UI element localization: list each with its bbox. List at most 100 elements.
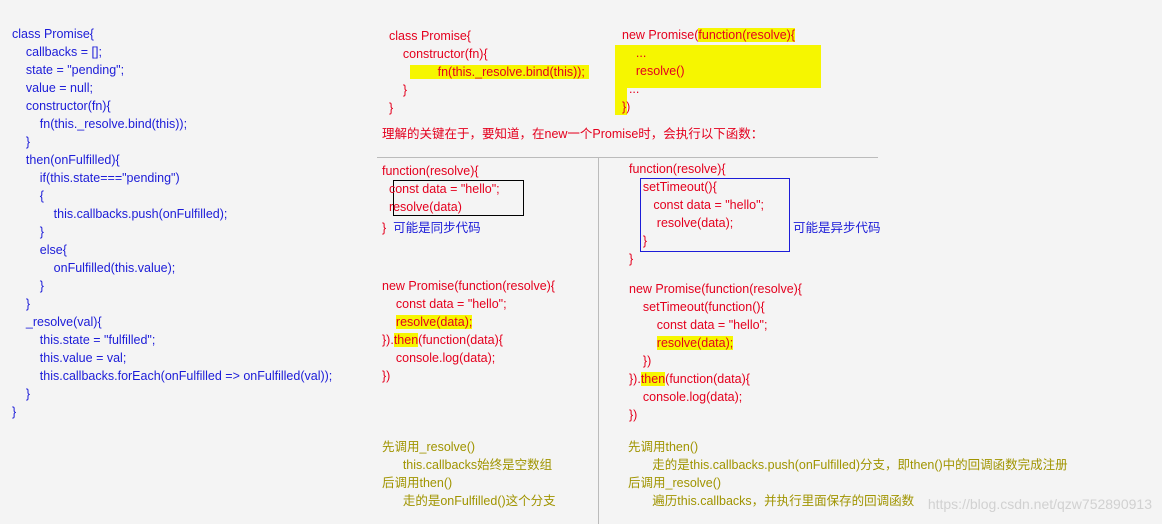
code-line: }) — [629, 408, 638, 422]
code-line: new Promise(function(resolve){ — [622, 26, 795, 44]
code-line: } — [389, 101, 394, 115]
code-line: onFulfilled(this.value); — [12, 261, 176, 275]
async-label: 可能是异步代码 — [793, 221, 881, 235]
code-text: } — [382, 221, 387, 235]
divider-horizontal — [377, 157, 878, 158]
code-line: console.log(data); — [629, 390, 743, 404]
code-line: this.value = val; — [12, 351, 127, 365]
code-line: } — [12, 405, 17, 419]
async-code-box — [640, 178, 790, 252]
sync-notes: 先调用_resolve() this.callbacks始终是空数组 后调用th… — [382, 438, 556, 510]
code-text: }). — [382, 333, 394, 347]
code-line: function(resolve){ — [382, 164, 479, 178]
highlight-area — [615, 45, 821, 88]
code-line: const data = "hello"; — [382, 297, 507, 311]
async-function: function(resolve){ setTimeout(){ const d… — [629, 160, 764, 268]
code-line: const data = "hello"; — [629, 318, 768, 332]
code-line: class Promise{ — [12, 27, 94, 41]
sync-function: function(resolve){ const data = "hello";… — [382, 162, 500, 237]
async-example: new Promise(function(resolve){ setTimeou… — [629, 280, 802, 424]
code-line: fn(this._resolve.bind(this)); — [389, 63, 589, 81]
code-line: } — [629, 232, 764, 250]
note-line: 走的是onFulfilled()这个分支 — [382, 494, 556, 508]
code-line: resolve() — [622, 64, 685, 78]
code-line: state = "pending"; — [12, 63, 125, 77]
code-line: ... — [622, 82, 640, 96]
note-line: 先调用_resolve() — [382, 440, 476, 454]
code-line: new Promise(function(resolve){ — [629, 282, 802, 296]
code-line: const data = "hello"; — [382, 182, 500, 196]
async-notes: 先调用then() 走的是this.callbacks.push(onFulfi… — [628, 438, 1068, 510]
code-line: console.log(data); — [382, 351, 496, 365]
highlight-area — [615, 85, 627, 115]
code-line: { — [12, 189, 44, 203]
code-line: ... — [622, 46, 647, 60]
code-text: const data = "hello"; — [642, 198, 765, 212]
code-text: (function(data){ — [665, 372, 750, 386]
code-line: resolve(data); — [382, 313, 555, 331]
code-text: (function(data){ — [418, 333, 503, 347]
code-line: this.callbacks.push(onFulfilled); — [12, 207, 228, 221]
code-line: const data = "hello"; — [629, 196, 764, 214]
highlighted-code: resolve(data); — [395, 315, 473, 329]
highlighted-code: then — [393, 333, 419, 347]
code-line: setTimeout(){ — [629, 178, 764, 196]
code-line: }) — [629, 354, 652, 368]
note-line: 后调用then() — [382, 476, 453, 490]
note-line: 走的是this.callbacks.push(onFulfilled)分支，即t… — [628, 458, 1068, 472]
sync-code-box — [393, 180, 524, 216]
code-line: constructor(fn){ — [389, 47, 488, 61]
code-text: } — [642, 234, 648, 248]
code-line: new Promise(function(resolve){ — [382, 279, 555, 293]
code-line: } — [12, 279, 44, 293]
right-top-code: new Promise(function(resolve){ ... resol… — [622, 26, 795, 116]
watermark: https://blog.csdn.net/qzw752890913 — [927, 496, 1152, 512]
code-line: } — [12, 297, 31, 311]
code-line: }).then(function(data){ — [382, 331, 555, 349]
code-line: this.callbacks.forEach(onFulfilled => on… — [12, 369, 333, 383]
code-line: constructor(fn){ — [12, 99, 111, 113]
code-line: else{ — [12, 243, 67, 257]
key-note: 理解的关键在于，要知道，在new一个Promise时，会执行以下函数： — [382, 127, 764, 141]
note-line: this.callbacks始终是空数组 — [382, 458, 553, 472]
code-line: }) — [622, 100, 631, 114]
sync-example: new Promise(function(resolve){ const dat… — [382, 277, 555, 385]
code-text: setTimeout(){ — [642, 180, 717, 194]
left-code-block: class Promise{ callbacks = []; state = "… — [12, 25, 332, 421]
code-line: _resolve(val){ — [12, 315, 102, 329]
code-line: resolve(data) — [382, 200, 462, 214]
highlighted-code: fn(this._resolve.bind(this)); — [409, 65, 589, 79]
divider-vertical — [598, 157, 599, 524]
highlighted-code: resolve(data); — [656, 336, 734, 350]
code-line: function(resolve){ — [629, 162, 726, 176]
note-line: 先调用then() — [628, 440, 699, 454]
mid-top-code: class Promise{ constructor(fn){ fn(this.… — [389, 27, 589, 117]
code-line: }).then(function(data){ — [629, 370, 802, 388]
code-line: } 可能是同步代码 — [382, 219, 500, 237]
note-line: 遍历this.callbacks，并执行里面保存的回调函数 — [628, 494, 915, 508]
code-line: value = null; — [12, 81, 93, 95]
code-line: }) — [382, 369, 391, 383]
note-line: 后调用_resolve() — [628, 476, 722, 490]
code-line: } — [12, 225, 44, 239]
code-line: } — [12, 135, 31, 149]
code-line: then(onFulfilled){ — [12, 153, 120, 167]
code-line: callbacks = []; — [12, 45, 102, 59]
sync-label: 可能是同步代码 — [393, 221, 481, 235]
code-line: } — [629, 252, 634, 266]
code-text: }). — [629, 372, 641, 386]
code-line: resolve(data); — [629, 334, 802, 352]
code-line: resolve(data); — [629, 214, 764, 232]
code-line: } — [12, 387, 31, 401]
code-line: fn(this._resolve.bind(this)); — [12, 117, 188, 131]
code-line: setTimeout(function(){ — [629, 300, 765, 314]
code-text: new Promise( — [622, 28, 699, 42]
code-line: this.state = "fulfilled"; — [12, 333, 156, 347]
code-text: resolve(data); — [642, 216, 734, 230]
code-line: if(this.state==="pending") — [12, 171, 180, 185]
code-line: class Promise{ — [389, 29, 471, 43]
highlighted-code: then — [640, 372, 666, 386]
highlighted-code: function(resolve){ — [698, 28, 795, 42]
code-line: } — [389, 83, 408, 97]
